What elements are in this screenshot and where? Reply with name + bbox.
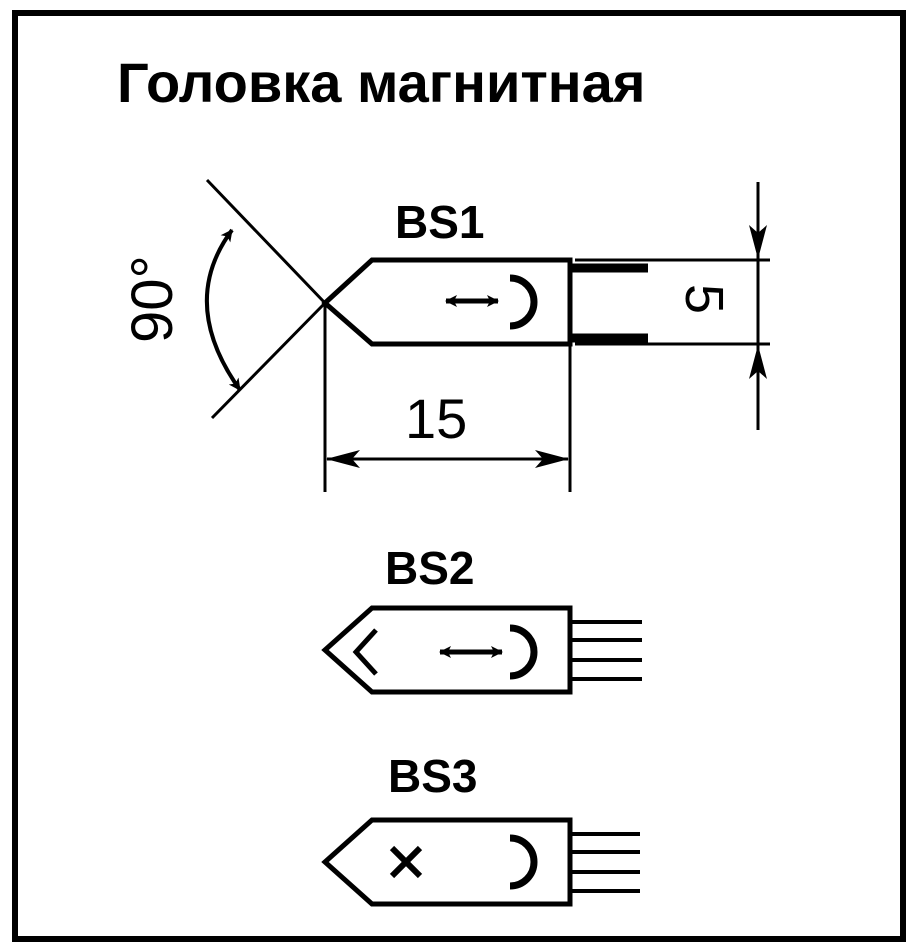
symbol-bs2-label: BS2 — [385, 542, 474, 594]
bs2-coil-icon — [509, 624, 538, 680]
bs1-length-label: 15 — [405, 387, 467, 450]
bs1-width-label: 5 — [674, 284, 734, 314]
page-title: Головка магнитная — [117, 51, 645, 114]
bs3-coil-icon — [509, 834, 538, 890]
bs1-angle-line-lower — [210, 301, 327, 420]
outer-frame — [12, 10, 906, 942]
symbol-bs3: BS3 — [321, 750, 640, 907]
bs1-head-body — [321, 257, 573, 347]
bs2-chevron-icon — [352, 628, 378, 676]
symbol-bs3-label: BS3 — [388, 750, 477, 802]
bs1-angle-label: 90° — [120, 255, 185, 343]
bs1-angle-arc — [205, 228, 242, 392]
bs3-cross-icon — [389, 845, 423, 879]
bs2-head-body — [321, 605, 573, 695]
symbol-bs2: BS2 — [321, 542, 642, 695]
symbol-bs1-label: BS1 — [395, 196, 484, 248]
bs1-coil-icon — [509, 274, 538, 330]
bs3-head-body — [321, 817, 573, 907]
bs1-angle-line-upper — [205, 178, 327, 305]
symbol-bs1: BS1 90° 15 5 — [120, 178, 770, 492]
